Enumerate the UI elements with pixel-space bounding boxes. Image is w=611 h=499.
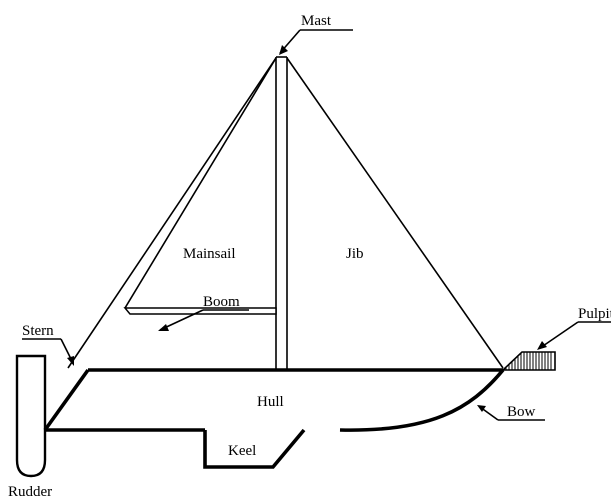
stern-label: Stern: [22, 323, 54, 339]
boom-leader: [158, 309, 249, 331]
pulpit-label: Pulpit: [578, 306, 611, 322]
rudder: [15, 354, 47, 478]
mast-leader: [279, 29, 353, 55]
mainsail-label: Mainsail: [183, 246, 236, 262]
bow-label: Bow: [507, 404, 536, 420]
jib-label: Jib: [346, 246, 364, 262]
stern-leader: [22, 338, 74, 366]
rudder-label: Rudder: [8, 484, 52, 499]
bow-leader: [477, 405, 545, 421]
keel-label: Keel: [228, 443, 256, 459]
mast: [275, 56, 288, 370]
mast-label: Mast: [301, 13, 332, 29]
pulpit: [500, 351, 556, 371]
mainsail: [67, 57, 277, 369]
hull: [43, 368, 505, 432]
hull-label: Hull: [257, 394, 284, 410]
pulpit-leader: [537, 321, 611, 350]
keel: [203, 428, 306, 469]
jib: [286, 57, 504, 369]
boom-label: Boom: [203, 294, 240, 310]
